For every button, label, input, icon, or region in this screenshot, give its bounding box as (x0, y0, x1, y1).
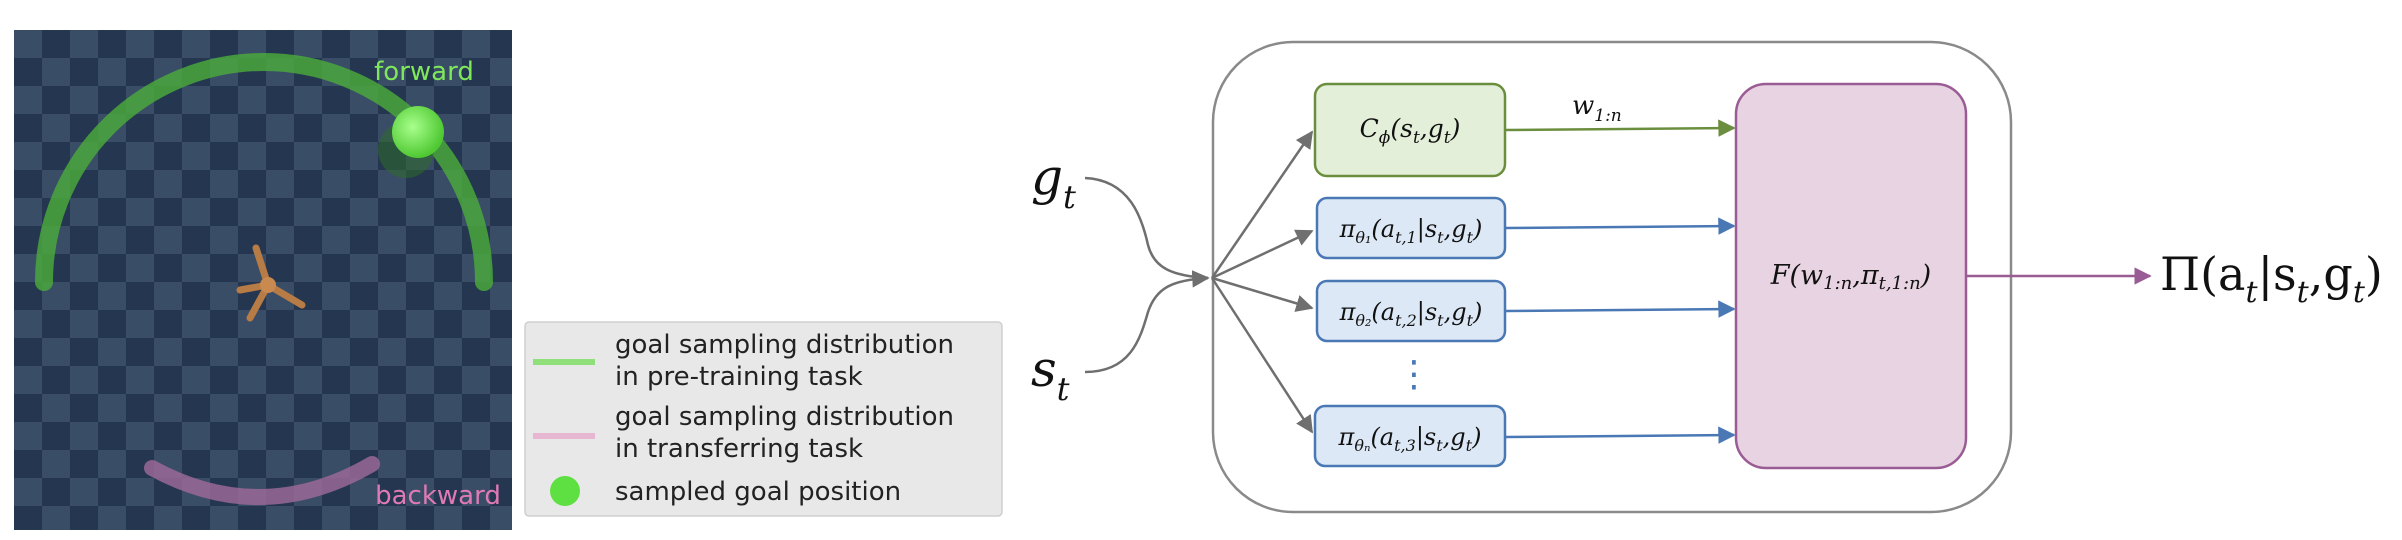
policy-n-to-combiner-arrow (1504, 426, 1736, 444)
simulation-panel: forward backward (14, 30, 512, 530)
legend-item-2-line2: in transferring task (615, 434, 863, 464)
legend: goal sampling distribution in pre-traini… (524, 321, 1003, 517)
arrow-to-policy-2 (1211, 276, 1314, 312)
combiner-label: F(w1:n,πt,1:n) (1770, 260, 1931, 295)
arrow-to-policy-n (1210, 277, 1314, 434)
weights-arrow (1504, 119, 1736, 137)
backward-goal-arc (144, 456, 380, 505)
policy-n-label: πθₙ(at,3|st,gt) (1338, 423, 1482, 455)
arrow-to-policy-1 (1211, 229, 1314, 280)
legend-box (524, 321, 1003, 517)
policy-2-label: πθ₂(at,2|st,gt) (1339, 298, 1483, 330)
legend-goal-dot-swatch (550, 476, 580, 506)
policy-1-to-combiner-arrow (1504, 217, 1736, 235)
goal-input-label: gt (1031, 148, 1076, 216)
policy-ellipsis: ⋮ (1396, 354, 1432, 395)
goal-input-curve (1084, 176, 1209, 280)
state-input-curve (1084, 270, 1210, 374)
forward-label: forward (374, 57, 474, 87)
policy-2-to-combiner-arrow (1504, 300, 1736, 318)
state-input-label: st (1031, 340, 1070, 408)
forward-goal-arc (35, 53, 493, 291)
policy-1-label: πθ₁(at,1|st,gt) (1339, 215, 1483, 247)
ant-agent (236, 244, 306, 322)
architecture-diagram: gt st Cϕ(st,gt) πθ₁(at,1|st,gt) πθ₂(at,2… (1031, 40, 2383, 514)
output-label: Π(at|st,gt) (2160, 247, 2383, 310)
goal-position-marker (378, 106, 444, 178)
classifier-label: Cϕ(st,gt) (1360, 114, 1461, 148)
legend-item-2-line1: goal sampling distribution (615, 402, 954, 432)
legend-item-1-line2: in pre-training task (615, 362, 863, 392)
arrow-to-classifier (1210, 130, 1314, 279)
backward-label: backward (375, 481, 501, 511)
weights-label: w1:n (1572, 91, 1622, 126)
legend-item-3-line1: sampled goal position (615, 477, 901, 507)
legend-item-1-line1: goal sampling distribution (615, 330, 954, 360)
